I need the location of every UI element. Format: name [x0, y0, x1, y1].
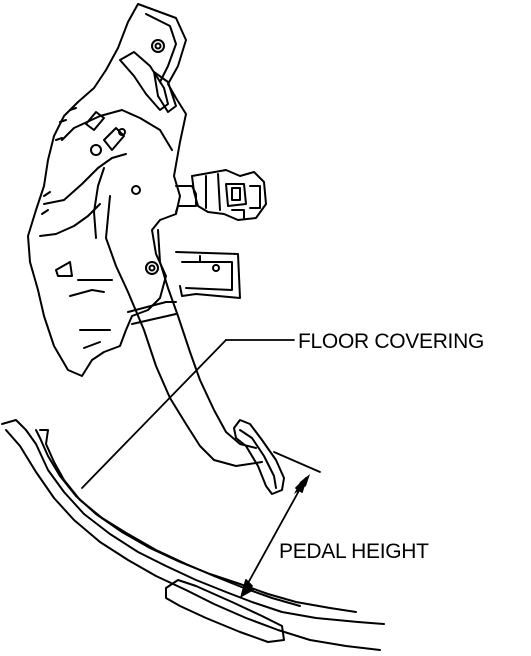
pedal-height-dimension [240, 451, 321, 598]
pedal-height-label: PEDAL HEIGHT [279, 540, 429, 563]
pedal-bracket [27, 3, 187, 377]
side-plate [175, 251, 241, 299]
switch-connector [175, 169, 267, 221]
floor-covering-leader [81, 339, 227, 489]
pedal-arm [93, 167, 263, 467]
floor-panel [1, 419, 385, 651]
pedal-pad [233, 419, 285, 495]
floor-covering-label: FLOOR COVERING [298, 330, 484, 353]
